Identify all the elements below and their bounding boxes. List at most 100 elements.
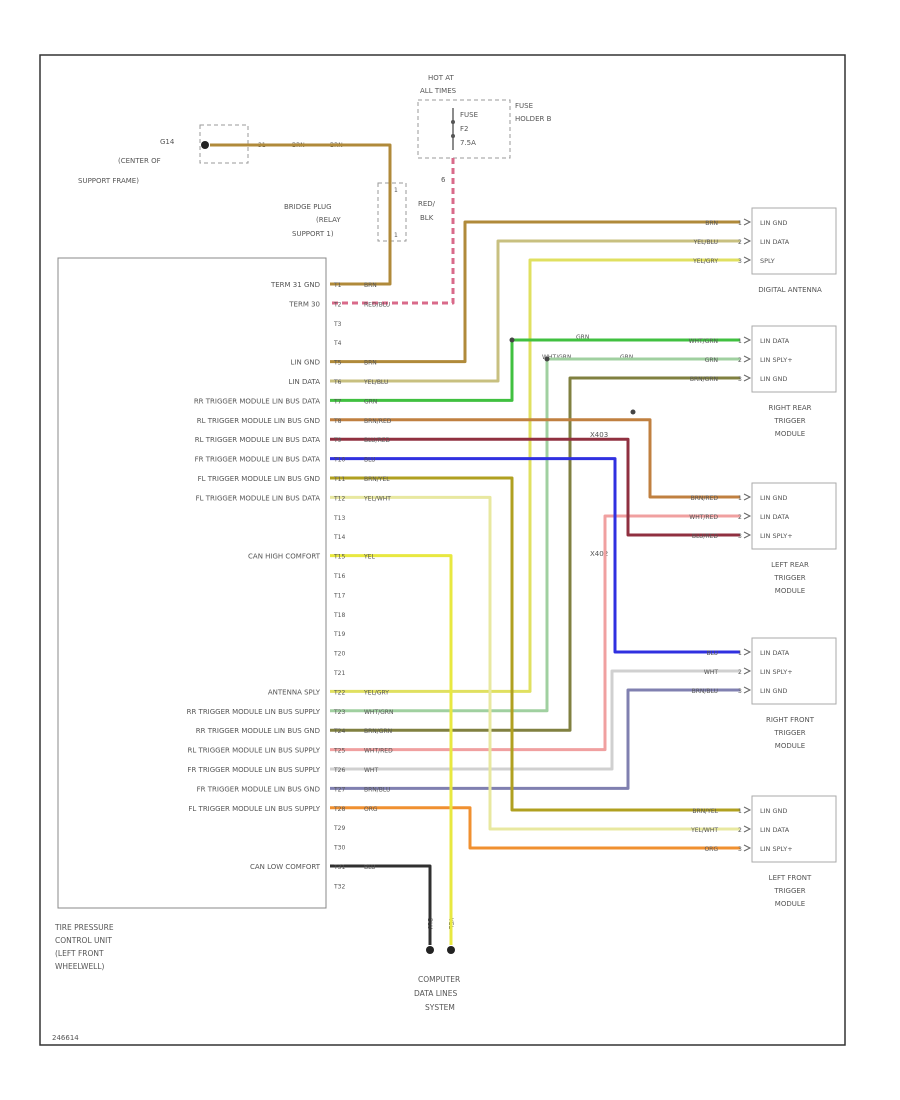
cu-wire-label-8: BRN/RED: [364, 418, 392, 425]
cu-wire-label-31: BLU: [364, 864, 376, 871]
module-2-pin-label-2: LIN SPLY+: [760, 356, 793, 364]
module-4-pin-label-3: LIN GND: [760, 687, 787, 695]
module-4-name-1: RIGHT FRONT: [766, 716, 815, 724]
module-1-pin-num-1: 1: [738, 220, 742, 227]
module-2-wire-label-1: WHT/GRN: [689, 338, 718, 345]
module-5-wire-label-2: YEL/WHT: [690, 827, 718, 834]
ground-connector-icon: [201, 141, 209, 149]
cu-label-1: TERM 31 GND: [270, 281, 320, 289]
module-4-name-2: TRIGGER: [773, 729, 805, 737]
fuse-hot-label-1: HOT AT: [428, 74, 455, 82]
splice-label-x403: X403: [590, 431, 608, 439]
wire-antenna-sply: [330, 258, 740, 693]
module-4-pin-label-1: LIN DATA: [760, 649, 790, 657]
wire-can-high: [330, 554, 453, 945]
module-3-connector-2: [743, 512, 752, 520]
module-2-pin-label-3: LIN GND: [760, 375, 787, 383]
cu-pin-6: T6: [333, 379, 342, 386]
module-4-connector-1: [743, 648, 752, 656]
fuse-holder-label-2: HOLDER B: [515, 115, 552, 123]
cu-label-8: FR TRIGGER MODULE LIN BUS DATA: [195, 456, 321, 464]
module-2-wire-label-3: BRN/GRN: [690, 376, 718, 383]
cu-pin-19: T19: [333, 631, 345, 638]
module-4-connector-3: [743, 686, 752, 694]
data-line-connector-icon-2: [447, 946, 455, 954]
module-4-pin-num-3: 3: [738, 688, 742, 695]
module-box-1: [751, 207, 837, 275]
cu-pin-8: T8: [333, 418, 342, 425]
diagram-frame: [39, 54, 846, 1046]
cu-pin-28: T28: [333, 806, 345, 813]
module-5-name-1: LEFT FRONT: [769, 874, 812, 882]
module-1-name-1: DIGITAL ANTENNA: [758, 286, 822, 294]
module-1-wire-label-3: YEL/GRY: [692, 258, 718, 265]
cu-pin-22: T22: [333, 689, 345, 696]
cu-label-9: FL TRIGGER MODULE LIN BUS GND: [198, 475, 320, 483]
relay-pin-top: 1: [394, 187, 398, 194]
module-2-connector-2: [743, 355, 752, 363]
cu-wire-label-5: BRN: [364, 360, 377, 367]
module-3-pin-label-1: LIN GND: [760, 494, 787, 502]
control-unit-name-3: (LEFT FRONT: [55, 949, 104, 958]
cu-label-3: LIN GND: [291, 359, 320, 367]
module-4-pin-num-2: 2: [738, 669, 742, 676]
cu-pin-26: T26: [333, 767, 345, 774]
cu-wire-label-27: BRN/BLU: [364, 786, 390, 793]
module-5-wire-label-1: BRN/YEL: [692, 808, 718, 815]
cu-pin-9: T9: [333, 437, 342, 444]
control-unit-box: [57, 257, 327, 909]
fuse-amp: 7.5A: [460, 139, 476, 147]
module-2-pin-num-1: 1: [738, 338, 742, 345]
module-3-pin-label-3: LIN SPLY+: [760, 532, 793, 540]
splice-dot-3: [630, 409, 636, 415]
data-line-connector-icon-1: [426, 946, 434, 954]
module-1-pin-label-1: LIN GND: [760, 219, 787, 227]
module-5-name-2: TRIGGER: [773, 887, 805, 895]
fuse-id: F2: [460, 125, 468, 133]
cu-pin-25: T25: [333, 748, 345, 755]
data-line-system-label-1: COMPUTER: [418, 975, 460, 984]
module-box-3: [751, 482, 837, 550]
cu-wire-label-12: YEL/WHT: [363, 495, 391, 502]
fuse-hot-label-2: ALL TIMES: [420, 87, 457, 95]
cu-label-2: TERM 30: [288, 300, 320, 308]
module-2-pin-num-3: 3: [738, 376, 742, 383]
cu-pin-5: T5: [333, 360, 342, 367]
cu-label-6: RL TRIGGER MODULE LIN BUS GND: [197, 417, 320, 425]
cu-pin-18: T18: [333, 612, 345, 619]
control-unit-name-1: TIRE PRESSURE: [54, 923, 114, 932]
wire-lf-lin-data: [330, 495, 740, 831]
wire-rl-lin-sply: [330, 437, 740, 537]
wire-antenna-lin-gnd: [330, 220, 740, 364]
wire-rf-lin-gnd: [330, 688, 740, 790]
fuse-terminal-bottom: [451, 134, 455, 138]
module-3-pin-num-3: 3: [738, 533, 742, 540]
splice-dot-1: [509, 337, 515, 343]
wires-layer: [210, 143, 740, 945]
cu-label-10: FL TRIGGER MODULE LIN BUS DATA: [196, 494, 321, 502]
module-2-name-2: TRIGGER: [773, 417, 805, 425]
relay-red-label-2: BLK: [420, 214, 434, 222]
cu-label-5: RR TRIGGER MODULE LIN BUS DATA: [194, 397, 320, 405]
wire-ground-brn: [210, 143, 392, 286]
module-5-name-3: MODULE: [775, 900, 805, 908]
relay-support-line1: BRIDGE PLUG: [284, 203, 332, 211]
cu-pin-11: T11: [333, 476, 345, 483]
cu-pin-12: T12: [333, 495, 345, 502]
cu-wire-label-7: GRN: [364, 398, 377, 405]
module-1-connector-2: [743, 237, 752, 245]
relay-pin-bottom: 1: [394, 232, 398, 239]
wire-power-red-blu: [330, 158, 455, 305]
module-3-connector-1: [743, 493, 752, 501]
module-2-name-3: MODULE: [775, 430, 805, 438]
module-3-pin-label-2: LIN DATA: [760, 513, 790, 521]
wire-lf-lin-sply: [330, 806, 740, 850]
module-box-2: [751, 325, 837, 393]
cu-wire-label-23: WHT/GRN: [364, 709, 393, 716]
module-1-pin-label-2: LIN DATA: [760, 238, 790, 246]
module-4-connector-2: [743, 667, 752, 675]
cu-pin-23: T23: [333, 709, 345, 716]
